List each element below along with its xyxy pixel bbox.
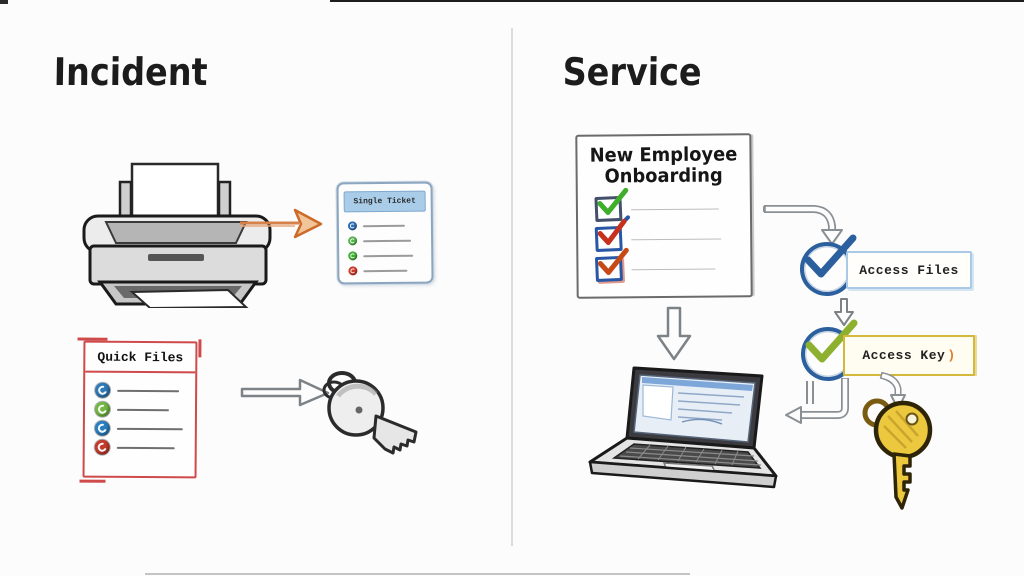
list-item-line bbox=[116, 427, 183, 430]
ticket-row bbox=[347, 218, 422, 234]
quick-files-rows bbox=[85, 373, 196, 458]
ticket-row-line bbox=[363, 254, 414, 257]
list-item-line bbox=[117, 389, 180, 392]
list-item bbox=[94, 400, 187, 420]
onboarding-items bbox=[578, 187, 751, 283]
list-item-line bbox=[116, 408, 170, 411]
list-item bbox=[94, 419, 187, 439]
status-dot-icon bbox=[348, 266, 358, 276]
ticket-row bbox=[348, 263, 422, 279]
laptop-icon bbox=[588, 366, 778, 489]
single-ticket-header: Single Ticket bbox=[343, 190, 426, 213]
sketch-overshoot-mark bbox=[198, 339, 202, 358]
access-files-box: Access Files bbox=[846, 251, 972, 289]
single-ticket-rows bbox=[339, 212, 432, 279]
checkbox-icon bbox=[594, 225, 623, 252]
onboarding-title-line1: New Employee bbox=[589, 143, 738, 167]
status-dot-icon bbox=[348, 251, 358, 261]
checkbox-icon bbox=[594, 255, 623, 282]
status-dot-icon bbox=[347, 221, 357, 231]
ticket-row bbox=[348, 248, 422, 264]
arrow-shaft-mark bbox=[806, 381, 814, 404]
ticket-row-line bbox=[362, 224, 405, 227]
ticket-row bbox=[348, 233, 422, 249]
left-bend-arrow-icon bbox=[785, 378, 849, 424]
service-title: Service bbox=[562, 50, 703, 94]
down-arrow-icon bbox=[656, 306, 692, 361]
top-left-corner-mark bbox=[0, 0, 8, 4]
small-down-arrow-icon bbox=[834, 298, 854, 326]
access-files-label: Access Files bbox=[859, 262, 959, 278]
onboarding-checklist-card: New Employee Onboarding bbox=[575, 133, 753, 299]
status-dot-icon bbox=[348, 236, 358, 246]
checklist-item bbox=[594, 215, 750, 253]
item-lines bbox=[631, 236, 722, 240]
access-key-suffix: ) bbox=[947, 348, 956, 363]
curved-down-arrow-icon bbox=[763, 205, 843, 245]
panel-divider bbox=[511, 28, 513, 546]
quick-files-title: Quick Files bbox=[97, 349, 184, 366]
right-arrow-icon bbox=[240, 378, 330, 407]
single-ticket-card: Single Ticket bbox=[336, 181, 434, 285]
incident-title: Incident bbox=[53, 50, 208, 94]
blue-checkmark-icon bbox=[804, 234, 857, 278]
access-key-label: Access Key bbox=[862, 348, 946, 363]
ticket-row-line bbox=[363, 269, 408, 272]
checklist-item bbox=[594, 247, 750, 283]
item-lines bbox=[631, 266, 716, 270]
top-edge-line bbox=[330, 0, 1024, 2]
checklist-item bbox=[594, 187, 750, 223]
list-bullet-icon bbox=[95, 382, 111, 398]
list-bullet-icon bbox=[94, 420, 110, 436]
key-icon bbox=[322, 371, 418, 455]
list-item bbox=[95, 381, 187, 401]
onboarding-title-line2: Onboarding bbox=[604, 164, 723, 188]
checkbox-icon bbox=[594, 195, 623, 222]
printer-icon bbox=[82, 162, 272, 308]
bottom-edge-line bbox=[145, 573, 690, 575]
list-bullet-icon bbox=[94, 439, 110, 455]
list-item bbox=[94, 438, 187, 458]
list-bullet-icon bbox=[94, 401, 111, 417]
gold-key-icon bbox=[862, 398, 933, 510]
item-lines bbox=[630, 206, 719, 210]
sketch-overshoot-mark bbox=[77, 337, 108, 341]
list-item-line bbox=[116, 446, 175, 449]
ticket-row-line bbox=[363, 239, 412, 242]
sketch-overshoot-mark bbox=[79, 479, 106, 483]
orange-arrow-icon bbox=[240, 208, 323, 239]
onboarding-title: New Employee Onboarding bbox=[583, 143, 745, 188]
access-key-box: Access Key ) bbox=[843, 335, 975, 376]
quick-files-card: Quick Files bbox=[77, 337, 202, 483]
